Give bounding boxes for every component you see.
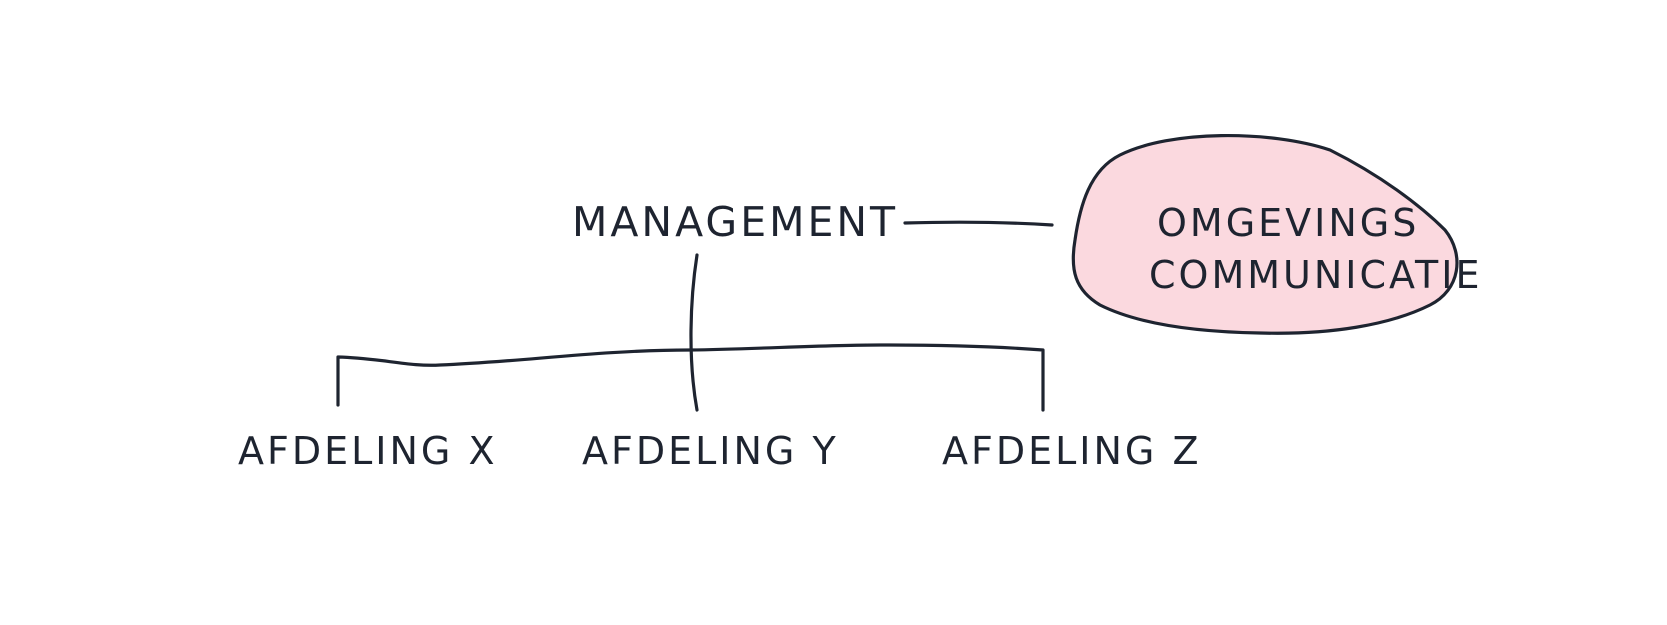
department-bracket	[336, 343, 1045, 412]
root-label: MANAGEMENT	[572, 198, 898, 246]
department-label-y: AFDELING Y	[582, 429, 839, 473]
department-label-x: AFDELING X	[238, 429, 497, 473]
root-vertical-line	[689, 253, 699, 412]
side-connector	[903, 220, 1054, 227]
side-node-label-line2: COMMUNICATIE	[1149, 253, 1482, 297]
side-node-label-line1: OMGEVINGS	[1157, 201, 1419, 245]
department-label-z: AFDELING Z	[942, 429, 1201, 473]
side-node-blob	[1071, 133, 1459, 335]
